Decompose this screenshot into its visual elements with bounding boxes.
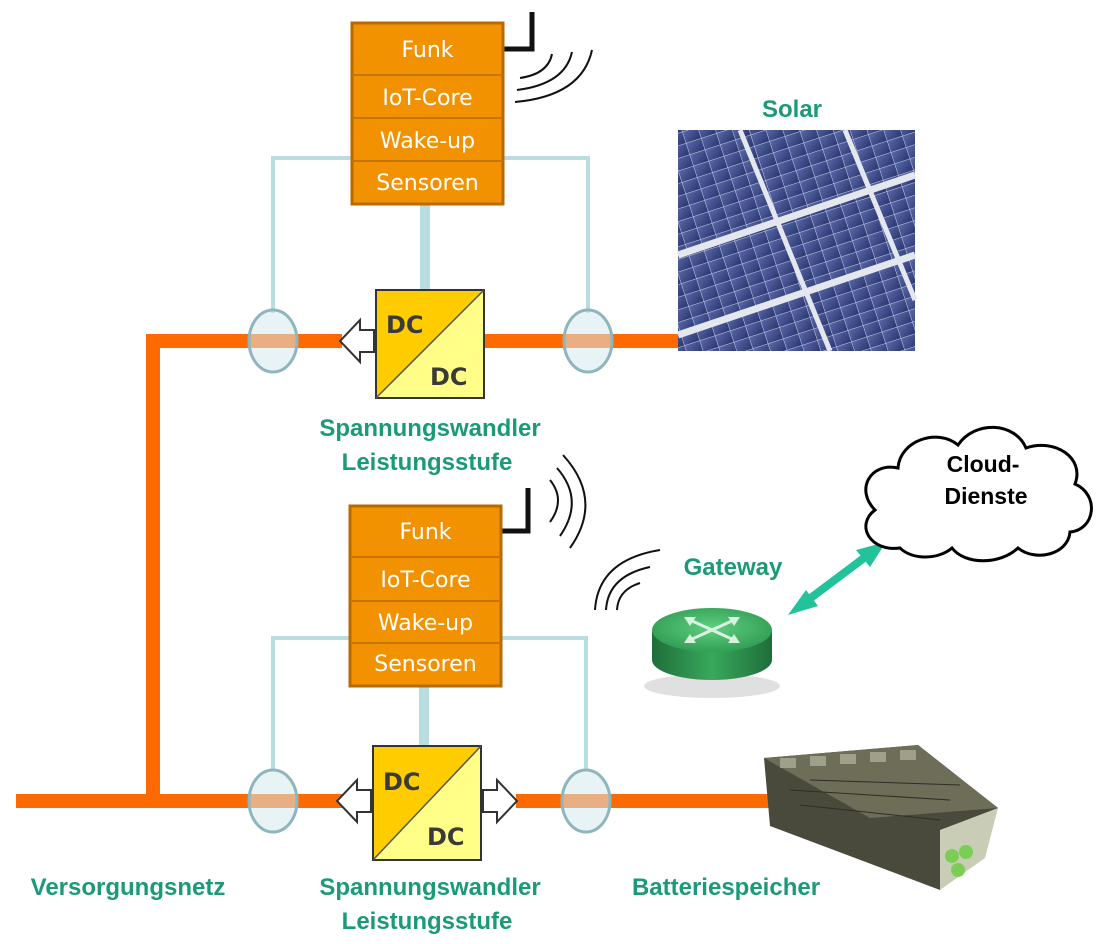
dc-output-label: DC xyxy=(430,363,468,391)
converter-caption-top-line2: Leistungsstufe xyxy=(342,449,513,476)
module-funk: Funk xyxy=(399,520,451,545)
battery-label: Batteriespeicher xyxy=(632,874,820,901)
module-sensoren: Sensoren xyxy=(376,171,478,196)
router-icon xyxy=(644,608,780,698)
antenna-bottom xyxy=(501,454,587,549)
cloud-link-arrow xyxy=(788,542,886,615)
arrow-right-icon xyxy=(482,777,519,825)
arrow-left-icon xyxy=(338,317,375,365)
converter-caption-bottom-line1: Spannungswandler xyxy=(319,874,540,901)
current-sensors xyxy=(247,308,614,834)
antenna-top xyxy=(503,12,593,103)
gateway-waves-icon xyxy=(594,549,661,611)
cloud-icon xyxy=(864,425,1093,563)
signal-lines xyxy=(271,156,590,770)
module-iot-core: IoT-Core xyxy=(382,86,472,111)
gateway-label: Gateway xyxy=(684,554,783,581)
current-sensor-bottom-left xyxy=(247,768,299,834)
dc-input-label: DC xyxy=(386,311,424,339)
module-stack-bottom: Funk IoT-Core Wake-up Sensoren xyxy=(348,504,503,688)
battery-pack-image xyxy=(764,745,998,890)
module-sensoren: Sensoren xyxy=(374,652,476,677)
converter-caption-top-line1: Spannungswandler xyxy=(319,415,540,442)
module-wake-up: Wake-up xyxy=(380,129,475,154)
current-sensor-top-left xyxy=(247,308,299,374)
arrow-left-icon xyxy=(335,777,372,825)
cloud-label-line2: Dienste xyxy=(944,483,1027,509)
dc-dc-converter-top: DC DC xyxy=(338,289,485,399)
converter-caption-bottom-line2: Leistungsstufe xyxy=(342,908,513,935)
grid-label: Versorgungsnetz xyxy=(31,874,226,901)
dc-dc-converter-bottom: DC DC xyxy=(335,745,519,861)
dc-input-label: DC xyxy=(383,768,421,796)
wireless-waves-icon xyxy=(514,49,593,103)
current-sensor-bottom-right xyxy=(560,768,612,834)
dc-output-label: DC xyxy=(427,823,465,851)
module-funk: Funk xyxy=(401,38,453,63)
current-sensor-top-right xyxy=(562,308,614,374)
solar-label: Solar xyxy=(762,96,822,123)
module-iot-core: IoT-Core xyxy=(380,568,470,593)
module-wake-up: Wake-up xyxy=(378,611,473,636)
solar-panel-image xyxy=(676,129,918,352)
wireless-waves-icon xyxy=(549,454,587,549)
module-stack-top: Funk IoT-Core Wake-up Sensoren xyxy=(350,21,505,206)
cloud-label-line1: Cloud- xyxy=(947,451,1020,477)
